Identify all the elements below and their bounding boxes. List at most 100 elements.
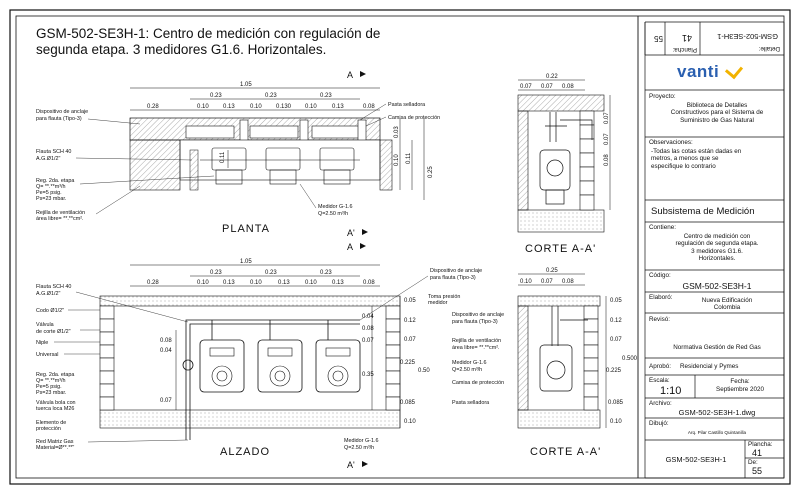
dim-label: 0.10 [520,279,532,285]
section-marker-a-prime: A' [347,228,355,238]
dim-label: 0.08 [363,280,375,286]
proyecto-line: Constructivos para el Sistema de [670,109,764,117]
dim-label: 0.23 [320,270,332,276]
dim-label: 0.07 [160,398,172,404]
observaciones-value: -Todas las cotas están dadas en metros, … [651,148,781,170]
label-rejilla: Rejilla de ventilación [452,338,501,344]
contiene-label: Contiene: [649,224,676,231]
contiene-line: regulación de segunda etapa. [675,240,759,248]
rotated-code-cell: Detalle: GSM-502-SE3H-1 [700,22,784,55]
dim-label: 0.28 [147,104,159,110]
dim-label: 0.085 [400,400,416,406]
fecha-label: Fecha: [730,378,750,385]
label-elemento: protección [36,426,61,432]
contiene-line: Centro de medición con [683,233,751,240]
section-marker-a: A [347,70,353,80]
dim-label: 0.225 [400,360,416,366]
dim-label: 0.225 [606,368,622,374]
label-valvula-corte: de corte Ø1/2" [36,329,71,335]
dim-label: 0.23 [265,270,277,276]
reviso-label: Revisó: [649,316,670,323]
dim-label: 0.50 [418,368,430,374]
label-rejilla: Rejilla de ventilación [36,210,85,216]
dim-label: 0.10 [197,280,209,286]
alzado-view: A A' 1.05 0.23 0.23 0.23 0.28 0.10 0.13 … [36,242,504,470]
dim-label: 0.08 [363,104,375,110]
planta-view: A A' 1.05 0.23 0.23 0.23 0.28 0.10 0.13 … [36,70,440,238]
elaboro-line: Nueva Edificación [701,297,753,304]
fecha-value: Septiembre 2020 [716,386,764,393]
drawing-title-line1: GSM-502-SE3H-1: Centro de medición con r… [36,26,380,41]
label-valvula-bola: Válvula bola con [36,400,76,406]
dim-label: 0.12 [404,318,416,324]
label-camisa: Camisa de protección [388,115,440,121]
label-reg: Pe=5 psig. [36,384,62,390]
dim-label: 0.10 [305,104,317,110]
dim-label: 0.07 [404,337,416,343]
dim-label: 0.10 [250,104,262,110]
observaciones-line: metros, a menos que se [651,155,719,163]
section-marker-a: A [347,242,353,252]
dim-overall-alzado: 1.05 [240,259,252,265]
observaciones-label: Observaciones: [649,139,693,146]
dim-label: 0.11 [406,152,412,164]
de-label: De: [748,459,758,466]
elaboro-value: Nueva Edificación Colombia [672,297,782,312]
dim-label: 0.04 [362,314,374,320]
label-flauta: Flauta SCH 40 [36,149,71,155]
bottom-code: GSM-502-SE3H-1 [665,455,727,464]
dim-label: 0.10 [404,419,416,425]
label-camisa: Camisa de protección [452,380,504,386]
aprobo-label: Aprobó: [649,363,672,370]
label-reg: Ps=23 mbar. [36,196,66,202]
dim-label: 0.10 [197,104,209,110]
dim-label: 0.03 [394,126,400,138]
label-reg: Pe=5 psig. [36,190,62,196]
label-universal: Universal [36,352,58,358]
label-red-matriz: Red Matriz Gas [36,439,74,445]
dibujo-label: Dibujó: [649,420,669,427]
dim-label: 0.085 [608,400,624,406]
dim-label: 0.05 [610,298,622,304]
view-title-corte-top: CORTE A-A' [525,243,596,255]
drawing-title-line2: segunda etapa. 3 medidores G1.6. Horizon… [36,42,326,57]
label-reg: Ps=23 mbar. [36,390,66,396]
label-anclaje: para flauta (Tipo-3) [36,116,82,122]
label-flauta: A.G.Ø1/2" [36,291,60,297]
dibujo-value: Arq. Pilar Castillo Quintanilla [687,430,747,435]
dim-label: 0.130 [276,104,292,110]
reviso-value: Normativa Gestión de Red Gas [673,344,761,351]
rot-plancha-value: 41 [681,33,692,43]
dim-label: 0.23 [320,93,332,99]
dim-label: 0.28 [147,280,159,286]
dim-label: 0.07 [610,337,622,343]
label-anclaje: para flauta (Tipo-3) [430,275,476,281]
label-valvula-corte: Válvula [36,322,54,328]
subsistema-title: Subsistema de Medición [651,206,755,217]
proyecto-line: Biblioteca de Detalles [686,102,748,109]
section-marker-a-prime: A' [347,460,355,470]
dim-label: 0.23 [265,93,277,99]
archivo-value: GSM-502-SE3H-1.dwg [678,408,756,417]
observaciones-line: especifique lo contrario [651,162,716,170]
label-anclaje: Dispositivo de anclaje [452,312,504,318]
dim-label: 0.08 [604,154,610,166]
dim-label: 0.07 [604,112,610,124]
rotated-plancha-cell: Plancha: 41 [665,22,700,55]
dim-label: 0.07 [362,338,374,344]
dim-label: 0.07 [604,133,610,145]
elaboro-label: Elaboró: [649,294,673,301]
dim-label: 0.23 [210,93,222,99]
label-medidor: Medidor G-1.6 [452,360,486,366]
dim-label: 0.22 [546,74,558,80]
view-title-corte-bottom: CORTE A-A' [530,446,601,458]
dim-label: 0.08 [362,326,374,332]
view-title-alzado: ALZADO [220,446,270,458]
dim-label: 0.07 [520,84,532,90]
de-value: 55 [752,466,763,476]
dim-label: 0.23 [210,270,222,276]
proyecto-label: Proyecto: [649,93,676,100]
label-medidor: Q=2.50 m³/h [318,211,348,217]
dim-label: 0.13 [332,280,344,286]
dim-label: 0.07 [541,279,553,285]
